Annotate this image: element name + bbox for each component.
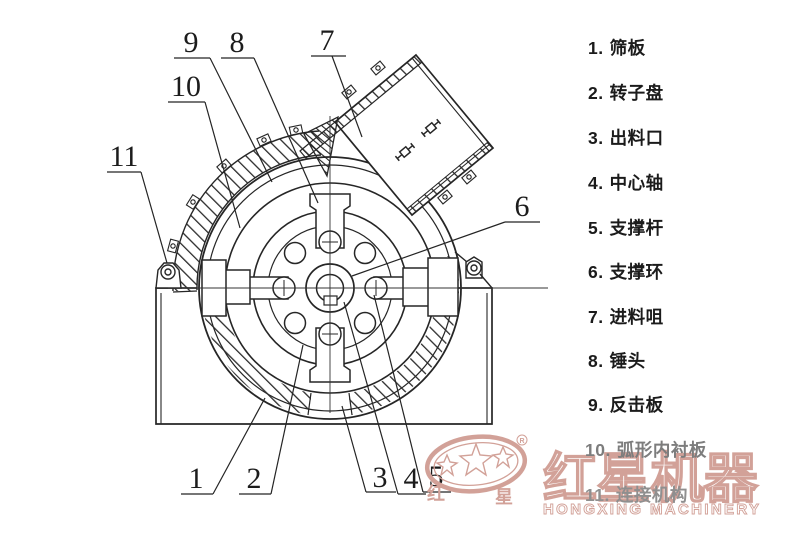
lining-bolt-tabs bbox=[166, 124, 304, 254]
legend-label: 支撑杆 bbox=[609, 218, 664, 238]
legend-item-4: 4.中心轴 bbox=[588, 170, 664, 195]
callout-11: 11 bbox=[110, 140, 139, 173]
legend-num: 5. bbox=[588, 218, 604, 238]
legend-item-11: 11.连接机构 bbox=[585, 482, 688, 507]
legend-num: 3. bbox=[588, 128, 604, 148]
callout-2: 2 bbox=[247, 462, 262, 495]
logo-char-right: 星 bbox=[495, 487, 513, 507]
legend-label: 出料口 bbox=[609, 128, 664, 148]
legend-num: 8. bbox=[588, 351, 604, 371]
logo-char-left: 红 bbox=[427, 483, 445, 504]
chute-bolt-symbol bbox=[394, 118, 442, 162]
hammer-wedge bbox=[303, 115, 339, 178]
legend-num: 9. bbox=[588, 395, 604, 415]
logo-brand-cn: 红星机器 bbox=[543, 449, 759, 509]
legend-item-6: 6.支撑环 bbox=[588, 259, 664, 284]
callout-leaders bbox=[107, 55, 540, 495]
callout-6: 6 bbox=[515, 190, 530, 223]
legend-label: 筛板 bbox=[609, 38, 646, 58]
registered-mark-icon: R bbox=[516, 434, 528, 446]
logo-brand-en: HONGXING MACHINERY bbox=[543, 501, 759, 518]
arc-lining-band bbox=[172, 130, 322, 293]
legend-label: 锤头 bbox=[609, 351, 646, 371]
legend-item-5: 5.支撑杆 bbox=[588, 215, 664, 240]
centerlines bbox=[168, 116, 548, 413]
legend-label: 中心轴 bbox=[609, 173, 664, 193]
star-badge-icon bbox=[424, 434, 528, 494]
hongxing-logo-watermark: R 红 星 红星机器 HONGXING MACHINERY bbox=[424, 434, 760, 518]
legend-num: 1. bbox=[588, 38, 604, 58]
disc-bolt-holes bbox=[283, 241, 377, 335]
registered-letter: R bbox=[519, 438, 524, 445]
legend-item-9: 9.反击板 bbox=[588, 392, 664, 417]
legend-item-7: 7.进料咀 bbox=[588, 304, 664, 329]
legend-item-2: 2.转子盘 bbox=[588, 80, 664, 105]
legend-num: 6. bbox=[588, 262, 604, 282]
legend-num: 11. bbox=[585, 485, 610, 505]
legend-item-3: 3.出料口 bbox=[588, 125, 664, 150]
legend-label: 支撑环 bbox=[609, 262, 664, 282]
legend-label: 弧形内衬板 bbox=[616, 440, 707, 460]
legend-num: 10. bbox=[585, 440, 611, 460]
callout-7: 7 bbox=[320, 24, 335, 57]
callout-3: 3 bbox=[373, 461, 388, 494]
left-hinge-eyelet bbox=[155, 262, 182, 289]
callout-8: 8 bbox=[230, 26, 245, 59]
badge-stars-icon bbox=[435, 441, 515, 477]
callout-10: 10 bbox=[171, 70, 201, 103]
legend-item-8: 8.锤头 bbox=[588, 348, 646, 373]
legend-label: 进料咀 bbox=[609, 307, 664, 327]
callout-1: 1 bbox=[189, 462, 204, 495]
legend-num: 4. bbox=[588, 173, 604, 193]
callout-4: 4 bbox=[404, 462, 419, 495]
legend-item-1: 1.筛板 bbox=[588, 35, 646, 60]
legend-num: 7. bbox=[588, 307, 604, 327]
right-hinge-eyelet bbox=[454, 251, 493, 289]
legend-label: 连接机构 bbox=[615, 485, 688, 505]
legend-num: 2. bbox=[588, 83, 604, 103]
legend-label: 反击板 bbox=[609, 395, 664, 415]
legend-label: 转子盘 bbox=[609, 83, 664, 103]
callout-9: 9 bbox=[184, 26, 199, 59]
legend-item-10: 10.弧形内衬板 bbox=[585, 437, 707, 462]
